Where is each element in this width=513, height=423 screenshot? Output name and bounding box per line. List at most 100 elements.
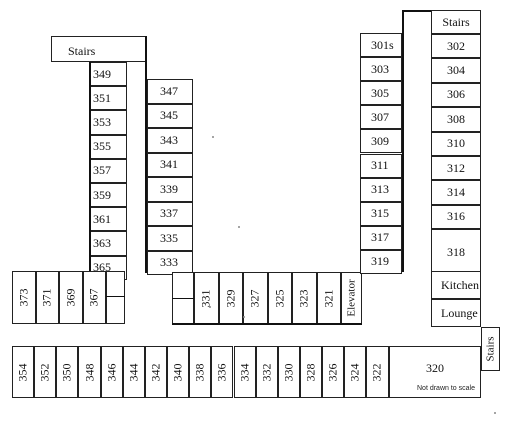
room-334: 334 [233, 346, 256, 398]
room-325-label: 325 [272, 289, 287, 307]
room-301s-label: 301s [371, 37, 394, 52]
room-305: 305 [360, 81, 402, 106]
room-357-label: 357 [93, 163, 111, 178]
room-316-label: 316 [447, 209, 465, 224]
room-322: 322 [366, 346, 389, 398]
room-315-label: 315 [371, 206, 389, 221]
room-371-label: 371 [39, 288, 54, 307]
room-333-label: 333 [160, 255, 178, 270]
room-334-label: 334 [237, 363, 252, 381]
right-inner-wall [402, 10, 404, 272]
room-315: 315 [360, 201, 402, 226]
room-312: 312 [431, 156, 481, 181]
room-304-label: 304 [447, 63, 465, 78]
stairs-right: Stairs [481, 327, 500, 371]
room-337: 337 [147, 201, 193, 226]
room-341: 341 [147, 152, 193, 177]
room-337-label: 337 [160, 206, 178, 221]
room-318-label: 318 [447, 244, 465, 259]
room-336: 336 [211, 346, 234, 398]
room-317-label: 317 [371, 230, 389, 245]
room-332: 332 [255, 346, 278, 398]
scan-speck [212, 136, 214, 138]
room-309-label: 309 [371, 133, 389, 148]
room-350: 350 [56, 346, 79, 398]
room-359-label: 359 [93, 187, 111, 202]
lounge-label: Lounge [441, 305, 478, 320]
room-342-label: 342 [148, 363, 163, 381]
room-365-label: 365 [93, 260, 111, 275]
room-301s: 301s [360, 33, 402, 58]
room-333: 333 [147, 250, 193, 275]
room-323-label: 323 [296, 289, 311, 307]
room-373: 373 [12, 271, 36, 324]
room-320-label: 320 [426, 361, 444, 375]
room-309: 309 [360, 129, 402, 154]
room-351-label: 351 [93, 90, 111, 105]
room-349-label: 349 [93, 66, 111, 81]
room-329: 329 [218, 272, 243, 324]
room-306-label: 306 [447, 87, 465, 102]
room-324-label: 324 [347, 363, 362, 381]
scan-speck [238, 226, 240, 228]
room-339-label: 339 [160, 181, 178, 196]
room-344: 344 [122, 346, 145, 398]
room-327-label: 327 [247, 289, 262, 307]
scan-speck [209, 306, 211, 308]
room-302: 302 [431, 34, 481, 59]
room-335: 335 [147, 226, 193, 251]
room-335-label: 335 [160, 230, 178, 245]
stairs-top-left-label: Stairs [68, 43, 96, 58]
room-326-label: 326 [325, 363, 340, 381]
room-373-label: 373 [16, 288, 31, 307]
room-310-label: 310 [447, 136, 465, 151]
room-336-label: 336 [214, 363, 229, 381]
room-354-label: 354 [15, 363, 30, 381]
stairs-top-right-label: Stairs [442, 14, 470, 29]
room-307-label: 307 [371, 109, 389, 124]
scan-speck [243, 316, 245, 318]
room-355: 355 [89, 134, 127, 159]
room-361: 361 [89, 207, 127, 232]
room-354: 354 [12, 346, 35, 398]
room-311-label: 311 [371, 158, 389, 173]
room-316: 316 [431, 204, 481, 230]
room-303-label: 303 [371, 61, 389, 76]
room-308: 308 [431, 107, 481, 132]
room-367-label: 367 [86, 288, 101, 307]
room-310: 310 [431, 131, 481, 156]
room-348-label: 348 [82, 363, 96, 381]
room-342: 342 [144, 346, 168, 398]
room-353-label: 353 [93, 114, 111, 129]
room-318: 318 [431, 229, 481, 276]
room-middle-stub [172, 272, 194, 324]
room-306: 306 [431, 82, 481, 108]
room-339: 339 [147, 177, 193, 202]
room-331-label: 331 [198, 289, 213, 307]
room-312-label: 312 [447, 160, 465, 175]
room-328: 328 [299, 346, 323, 398]
room-341-label: 341 [160, 157, 178, 172]
room-313: 313 [360, 177, 402, 202]
room-331: 331 [194, 272, 219, 324]
room-357: 357 [89, 158, 127, 183]
room-327: 327 [243, 272, 268, 324]
room-320: 320 [389, 346, 481, 398]
room-314-label: 314 [447, 185, 465, 200]
room-369-label: 369 [63, 288, 78, 307]
room-329-label: 329 [223, 289, 238, 307]
room-353: 353 [89, 110, 127, 135]
room-340: 340 [167, 346, 190, 398]
room-347-label: 347 [160, 83, 178, 98]
room-307: 307 [360, 105, 402, 130]
room-321-label: 321 [321, 289, 336, 307]
room-324: 324 [344, 346, 367, 398]
room-311: 311 [360, 153, 402, 178]
room-322-label: 322 [369, 363, 384, 381]
room-359: 359 [89, 183, 127, 208]
room-343-label: 343 [160, 132, 178, 147]
elevator: Elevator [341, 272, 362, 324]
room-346: 346 [100, 346, 123, 398]
room-350-label: 350 [59, 363, 74, 381]
right-inner-top [402, 10, 432, 12]
